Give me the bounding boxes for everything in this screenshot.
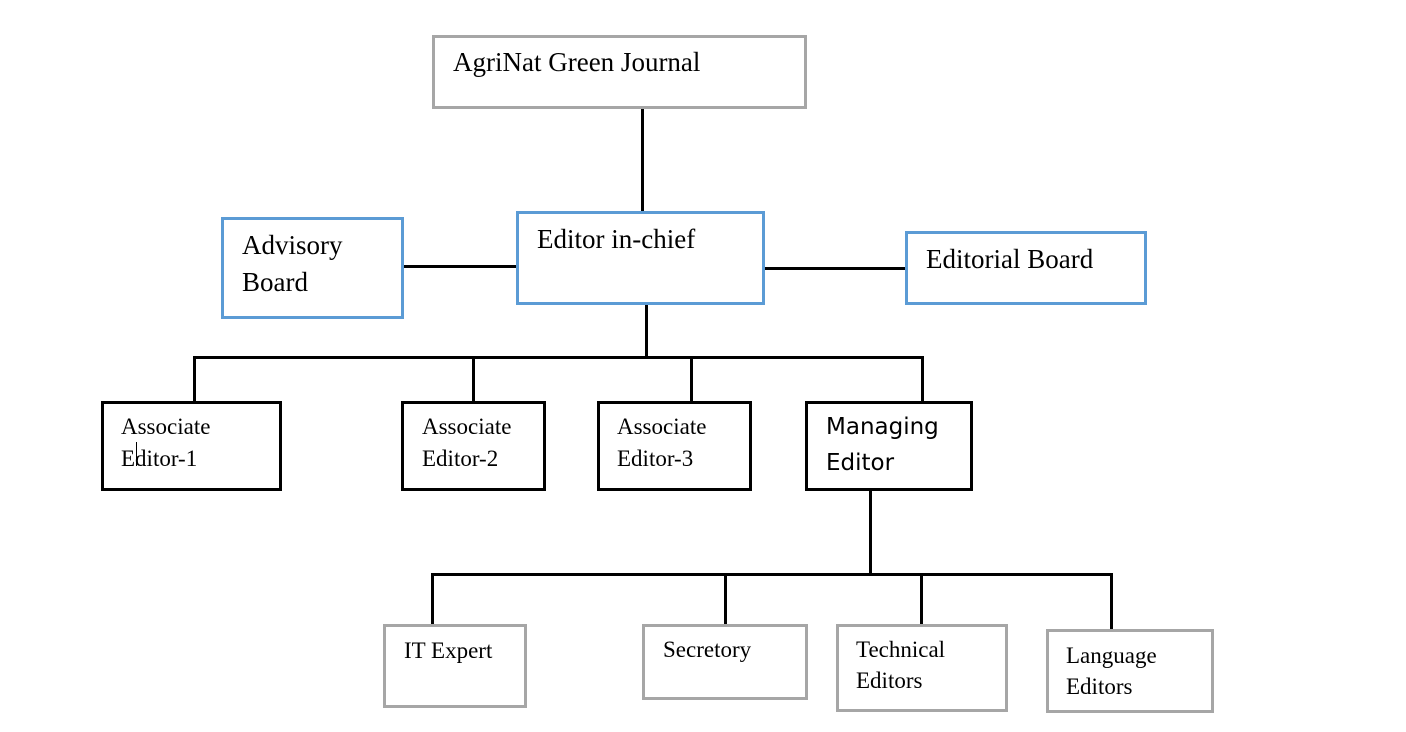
associate-editor-1-label-line-2: Editor-1 — [121, 446, 198, 471]
it-expert-label: IT Expert — [404, 638, 493, 663]
connector-editors-horizontal — [193, 356, 924, 359]
connector-staff-horizontal — [431, 573, 1113, 576]
secretory-node — [642, 624, 808, 700]
managing-editor-label-line-2: Editor — [826, 450, 895, 476]
managing-editor-label-line-1: Managing — [826, 414, 939, 440]
editor-in-chief-node — [516, 211, 765, 305]
advisory-board-label-line-1: Advisory — [242, 230, 343, 260]
language-editors-label-line-1: Language — [1066, 643, 1157, 668]
it-expert-node — [383, 624, 527, 708]
associate-editor-1-label-line-1: Associate — [121, 414, 211, 439]
advisory-board-label-line-2: Board — [242, 267, 308, 297]
connector-secretory-drop — [724, 573, 727, 626]
associate-editor-1-node — [101, 401, 282, 491]
language-editors-node — [1046, 629, 1214, 713]
associate-editor-2-node — [401, 401, 546, 491]
editorial-board-node — [905, 231, 1147, 305]
connector-journal-to-editor-in-chief — [641, 107, 644, 213]
connector-associate-2-drop — [472, 356, 475, 403]
connector-managing-editor-drop — [921, 356, 924, 403]
language-editors-label-line-2: Editors — [1066, 674, 1133, 699]
editor-in-chief-label: Editor in-chief — [537, 224, 696, 254]
technical-editors-label-line-1: Technical — [856, 637, 946, 662]
connector-managing-editor-down — [869, 489, 872, 575]
associate-editor-3-label-line-1: Associate — [617, 414, 707, 439]
journal-title: AgriNat Green Journal — [453, 47, 701, 77]
associate-editor-3-node — [597, 401, 752, 491]
connector-associate-1-drop — [193, 356, 196, 403]
technical-editors-node — [836, 624, 1008, 712]
advisory-board-node — [221, 217, 404, 319]
connector-advisory-board — [402, 265, 518, 268]
connector-associate-3-drop — [690, 356, 693, 403]
connector-technical-editors-drop — [920, 573, 923, 626]
connector-it-expert-drop — [431, 573, 434, 626]
managing-editor-node — [805, 401, 973, 491]
text-cursor — [136, 442, 137, 466]
connector-editorial-board — [763, 267, 908, 270]
journal-node — [432, 35, 807, 109]
editorial-board-label: Editorial Board — [926, 244, 1094, 274]
connector-language-editors-drop — [1110, 573, 1113, 631]
associate-editor-2-label-line-2: Editor-2 — [422, 446, 499, 471]
secretory-label: Secretory — [663, 637, 752, 662]
technical-editors-label-line-2: Editors — [856, 668, 923, 693]
associate-editor-2-label-line-1: Associate — [422, 414, 512, 439]
connector-editor-in-chief-down — [645, 303, 648, 358]
associate-editor-3-label-line-2: Editor-3 — [617, 446, 694, 471]
